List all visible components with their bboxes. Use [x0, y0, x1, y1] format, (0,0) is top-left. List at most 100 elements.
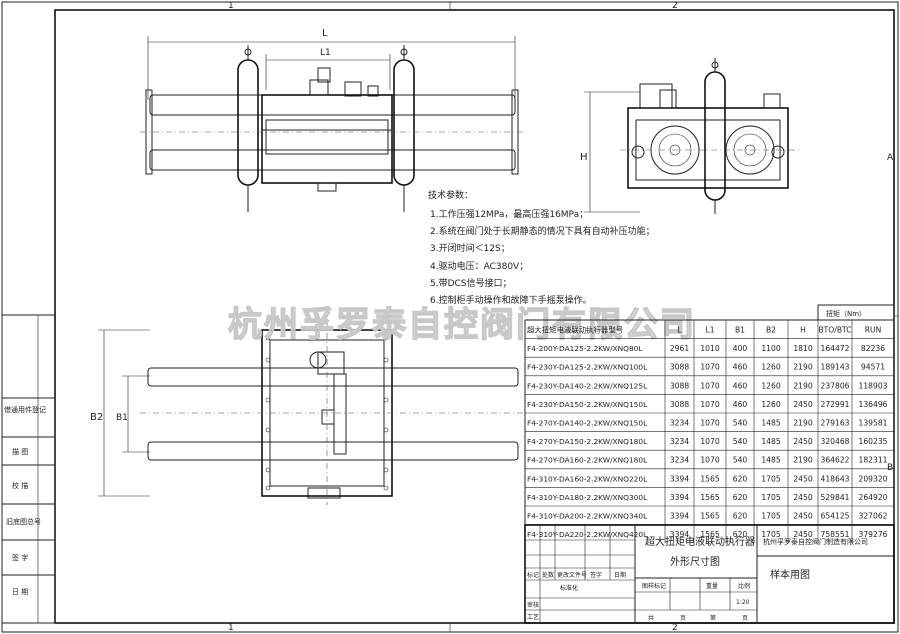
- table-value-cell: 1810: [793, 344, 812, 353]
- dim-L1: L1: [320, 48, 331, 58]
- table-value-cell: 2450: [793, 400, 812, 409]
- tech-item-2: 2.系统在阀门处于长期静态的情况下具有自动补压功能；: [430, 225, 655, 237]
- table-value-cell: 3394: [670, 493, 689, 502]
- sheet-label-1: 页: [680, 615, 686, 622]
- table-value-cell: 460: [733, 363, 748, 372]
- company-name: 杭州孚罗泰自控阀门制造有限公司: [763, 537, 868, 546]
- table-value-cell: 189143: [821, 363, 850, 372]
- tech-item-3: 3.开闭时间＜12S；: [430, 242, 510, 254]
- tech-item-4: 4.驱动电压：AC380V；: [430, 260, 528, 272]
- scale-label: 比例: [738, 582, 750, 590]
- drawing-title: 超大扭矩电液联动执行器: [645, 535, 755, 548]
- side-label-2: 校 描: [12, 481, 28, 490]
- table-value-cell: 654125: [821, 512, 850, 521]
- sample-label: 样本用图: [770, 568, 810, 581]
- table-value-cell: 118903: [859, 381, 888, 390]
- sheet-label-3: 页: [742, 615, 748, 622]
- table-model-cell: F4-310Y-DA180-2.2KW/XNQ300L: [527, 493, 648, 502]
- rev-label-3: 签字: [590, 571, 602, 579]
- tech-title: 技术参数：: [428, 189, 473, 201]
- table-value-cell: 2961: [670, 344, 689, 353]
- table-value-cell: 1565: [700, 493, 719, 502]
- table-value-cell: 1705: [761, 512, 780, 521]
- dim-H: H: [580, 152, 588, 163]
- rev-label-4: 日期: [614, 571, 626, 579]
- table-value-cell: 620: [733, 530, 748, 539]
- table-value-cell: 1070: [700, 381, 719, 390]
- top-view: B2 B1: [90, 320, 525, 505]
- table-value-cell: 272991: [821, 400, 850, 409]
- scale-value: 1:20: [736, 599, 750, 606]
- table-value-cell: 2190: [793, 363, 812, 372]
- table-value-cell: 1010: [700, 344, 719, 353]
- table-model-cell: F4-310Y-DA200-2.2KW/XNQ340L: [527, 512, 648, 521]
- table-header-7: RUN: [865, 326, 882, 335]
- table-header-4: B2: [766, 326, 776, 335]
- table-value-cell: 1485: [761, 437, 780, 446]
- table-model-cell: F4-200Y-DA125-2.2KW/XNQ80L: [527, 344, 643, 353]
- table-value-cell: 139581: [859, 419, 888, 428]
- table-value-cell: 540: [733, 456, 748, 465]
- watermark: 杭州孚罗泰自控阀门有限公司: [228, 305, 696, 345]
- table-header-5: H: [800, 326, 806, 335]
- table-value-cell: 1070: [700, 437, 719, 446]
- table-value-cell: 136496: [859, 400, 888, 409]
- tech-params: 技术参数： 1.工作压强12MPa，最高压强16MPa； 2.系统在阀门处于长期…: [428, 189, 655, 306]
- zone-label-1-bottom: 1: [228, 623, 234, 633]
- sheet-label-0: 共: [648, 614, 654, 622]
- table-value-cell: 620: [733, 512, 748, 521]
- table-value-cell: 182311: [859, 456, 888, 465]
- tech-item-6: 6.控制柜手动操作和故障下手摇泵操作。: [430, 294, 592, 306]
- table-header-1: L: [677, 326, 682, 335]
- dim-B1: B1: [116, 413, 128, 423]
- table-value-cell: 164472: [821, 344, 850, 353]
- table-value-cell: 1070: [700, 456, 719, 465]
- table-value-cell: 327062: [859, 512, 888, 521]
- table-value-cell: 2450: [793, 512, 812, 521]
- side-label-4: 签 字: [12, 553, 28, 562]
- table-model-cell: F4-310Y-DA220-2.2KW/XNQ420L: [527, 530, 648, 539]
- approve-label-0: 审核: [527, 601, 539, 609]
- table-value-cell: 160235: [859, 437, 888, 446]
- side-label-5: 日 期: [12, 588, 28, 596]
- table-value-cell: 3234: [670, 437, 689, 446]
- table-value-cell: 1705: [761, 530, 780, 539]
- table-value-cell: 94571: [861, 363, 885, 372]
- table-header-3: B1: [735, 326, 745, 335]
- table-value-cell: 3394: [670, 474, 689, 483]
- side-label-1: 描 图: [12, 447, 28, 456]
- table-value-cell: 758551: [821, 530, 850, 539]
- table-value-cell: 1485: [761, 419, 780, 428]
- table-value-cell: 620: [733, 474, 748, 483]
- table-value-cell: 1565: [700, 512, 719, 521]
- table-value-cell: 364622: [821, 456, 850, 465]
- table-value-cell: 1260: [761, 381, 780, 390]
- zone-label-2-bottom: 2: [672, 623, 678, 633]
- table-value-cell: 418643: [821, 474, 850, 483]
- rev-label-2: 更改文件号: [557, 571, 587, 579]
- table-value-cell: 379276: [859, 530, 888, 539]
- table-value-cell: 540: [733, 419, 748, 428]
- table-value-cell: 2190: [793, 456, 812, 465]
- table-value-cell: 400: [733, 344, 748, 353]
- table-value-cell: 2190: [793, 419, 812, 428]
- table-value-cell: 3234: [670, 419, 689, 428]
- table-header-6: BTO/BTC: [818, 326, 851, 335]
- table-value-cell: 1260: [761, 400, 780, 409]
- table-value-cell: 529841: [821, 493, 850, 502]
- tech-item-5: 5.带DCS信号接口；: [430, 277, 512, 289]
- rev-label-1: 处数: [542, 571, 554, 579]
- table-model-cell: F4-230Y-DA125-2.2KW/XNQ100L: [527, 363, 648, 372]
- table-model-cell: F4-270Y-DA140-2.2KW/XNQ150L: [527, 419, 648, 428]
- table-value-cell: 3394: [670, 530, 689, 539]
- table-value-cell: 2450: [793, 493, 812, 502]
- drawing-mark-label: 图样标记: [642, 582, 666, 590]
- table-value-cell: 3394: [670, 512, 689, 521]
- title-block: 标记 处数 更改文件号 签字 日期 审核 工艺 标准化 超大扭矩电液联动执行器 …: [524, 524, 895, 624]
- table-value-cell: 1100: [761, 344, 780, 353]
- table-model-cell: F4-230Y-DA140-2.2KW/XNQ125L: [527, 381, 648, 390]
- table-value-cell: 279163: [821, 419, 850, 428]
- table-value-cell: 3088: [670, 381, 689, 390]
- table-value-cell: 3088: [670, 400, 689, 409]
- front-view: L L1: [140, 28, 525, 212]
